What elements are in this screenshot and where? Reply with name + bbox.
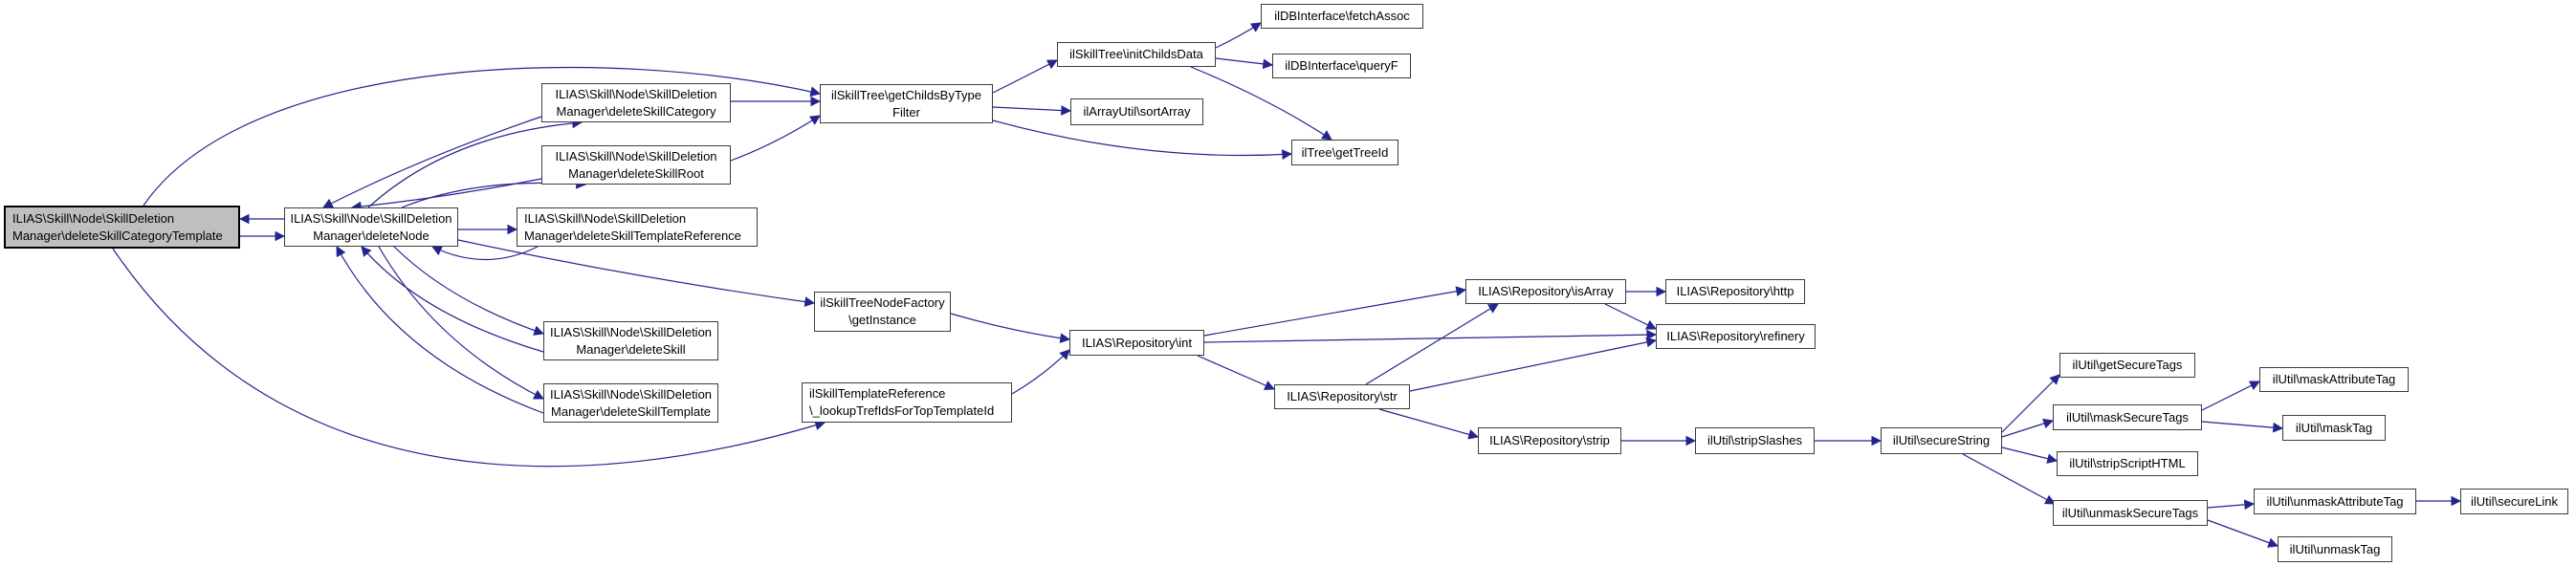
node-deleteSkillTemplateReference[interactable]: ILIAS\Skill\Node\SkillDeletion Manager\d… (517, 207, 758, 247)
node-strip[interactable]: ILIAS\Repository\strip (1478, 427, 1621, 454)
edge-getInstance-repoInt (950, 313, 1071, 344)
node-deleteSkillRoot[interactable]: ILIAS\Skill\Node\SkillDeletion Manager\d… (541, 145, 731, 185)
node-getChildsByTypeFilter[interactable]: ilSkillTree\getChildsByType Filter (820, 84, 993, 123)
node-unmaskAttributeTag[interactable]: ilUtil\unmaskAttributeTag (2254, 489, 2416, 514)
edge-getChildsByTypeFilter-getTreeId (992, 120, 1293, 160)
edge-isArray-refinery (1604, 303, 1657, 330)
edge-lookupTrefIds-repoInt (1011, 349, 1070, 395)
edge-initChildsData-fetchAssoc (1215, 22, 1262, 49)
edge-getChildsByTypeFilter-initChildsData (992, 59, 1058, 94)
node-maskTag[interactable]: ilUtil\maskTag (2282, 415, 2386, 441)
node-getSecureTags[interactable]: ilUtil\getSecureTags (2059, 353, 2195, 378)
edge-secureString-stripScriptHTML (2001, 446, 2059, 464)
node-sortArray[interactable]: ilArrayUtil\sortArray (1070, 98, 1203, 125)
edge-initChildsData-queryF (1215, 57, 1274, 70)
edge-repoInt-isArray (1203, 286, 1467, 337)
node-deleteSkillCategory[interactable]: ILIAS\Skill\Node\SkillDeletion Manager\d… (541, 83, 731, 122)
edge-deleteNode-deleteSkillTemplate (378, 246, 544, 400)
edge-repoInt-repoStr (1197, 355, 1275, 391)
node-deleteSkillTemplate[interactable]: ILIAS\Skill\Node\SkillDeletion Manager\d… (543, 383, 718, 423)
edge-deleteSkillTemplate-deleteNode (336, 246, 544, 414)
node-isArray[interactable]: ILIAS\Repository\isArray (1465, 279, 1626, 304)
edge-deleteSkillCategoryTemplate-lookupTrefIds (112, 248, 826, 468)
edge-repoStr-refinery (1409, 337, 1658, 392)
edge-deleteSkillTemplateReference-deleteNode (431, 246, 539, 260)
edge-secureString-unmaskSecureTags (1962, 453, 2056, 505)
node-maskSecureTags[interactable]: ilUtil\maskSecureTags (2053, 404, 2202, 430)
edge-maskSecureTags-maskTag (2201, 421, 2284, 433)
edge-maskSecureTags-maskAttributeTag (2201, 381, 2260, 411)
edge-deleteSkill-deleteNode (361, 246, 544, 353)
node-repoInt[interactable]: ILIAS\Repository\int (1069, 330, 1204, 356)
node-unmaskSecureTags[interactable]: ilUtil\unmaskSecureTags (2053, 500, 2208, 526)
edge-unmaskSecureTags-unmaskTag (2207, 519, 2279, 548)
node-deleteSkill[interactable]: ILIAS\Skill\Node\SkillDeletion Manager\d… (543, 321, 718, 360)
node-unmaskTag[interactable]: ilUtil\unmaskTag (2278, 536, 2392, 562)
node-getInstance[interactable]: ilSkillTreeNodeFactory \getInstance (814, 292, 951, 332)
edge-deleteSkillRoot-deleteNode (350, 178, 542, 212)
edge-initChildsData-getTreeId (1190, 66, 1332, 141)
edge-deleteSkillRoot-getChildsByTypeFilter (730, 115, 821, 162)
node-stripScriptHTML[interactable]: ilUtil\stripScriptHTML (2057, 451, 2198, 476)
edge-deleteNode-deleteSkill (393, 246, 545, 336)
node-lookupTrefIds[interactable]: ilSkillTemplateReference \_lookupTrefIds… (802, 382, 1012, 423)
node-secureString[interactable]: ilUtil\secureString (1881, 427, 2002, 454)
edge-repoStr-isArray (1365, 303, 1499, 385)
edge-repoInt-refinery (1203, 329, 1658, 343)
node-http[interactable]: ILIAS\Repository\http (1665, 279, 1805, 304)
edge-secureString-maskSecureTags (2001, 418, 2055, 438)
node-fetchAssoc[interactable]: ilDBInterface\fetchAssoc (1261, 4, 1423, 29)
node-maskAttributeTag[interactable]: ilUtil\maskAttributeTag (2259, 367, 2409, 392)
node-queryF[interactable]: ilDBInterface\queryF (1272, 54, 1411, 78)
edge-deleteSkillCategory-deleteNode (322, 116, 542, 208)
node-deleteNode[interactable]: ILIAS\Skill\Node\SkillDeletion Manager\d… (284, 207, 458, 247)
node-repoStr[interactable]: ILIAS\Repository\str (1274, 384, 1410, 409)
node-secureLink[interactable]: ilUtil\secureLink (2460, 489, 2568, 514)
node-initChildsData[interactable]: ilSkillTree\initChildsData (1057, 42, 1216, 67)
node-refinery[interactable]: ILIAS\Repository\refinery (1656, 324, 1816, 349)
edge-deleteNode-deleteSkillRoot (401, 178, 587, 208)
edge-getChildsByTypeFilter-sortArray (992, 105, 1072, 116)
edge-deleteNode-deleteSkillCategory (367, 118, 583, 208)
edge-repoStr-strip (1378, 408, 1480, 440)
edge-unmaskSecureTags-unmaskAttributeTag (2207, 499, 2256, 511)
node-getTreeId[interactable]: ilTree\getTreeId (1291, 140, 1398, 165)
edge-deleteNode-getInstance (457, 239, 816, 307)
edge-secureString-getSecureTags (2001, 374, 2060, 433)
edge-deleteSkillCategoryTemplate-getChildsByTypeFilter (143, 66, 822, 207)
node-deleteSkillCategoryTemplate: ILIAS\Skill\Node\SkillDeletion Manager\d… (4, 206, 240, 249)
node-stripSlashes[interactable]: ilUtil\stripSlashes (1695, 427, 1815, 454)
